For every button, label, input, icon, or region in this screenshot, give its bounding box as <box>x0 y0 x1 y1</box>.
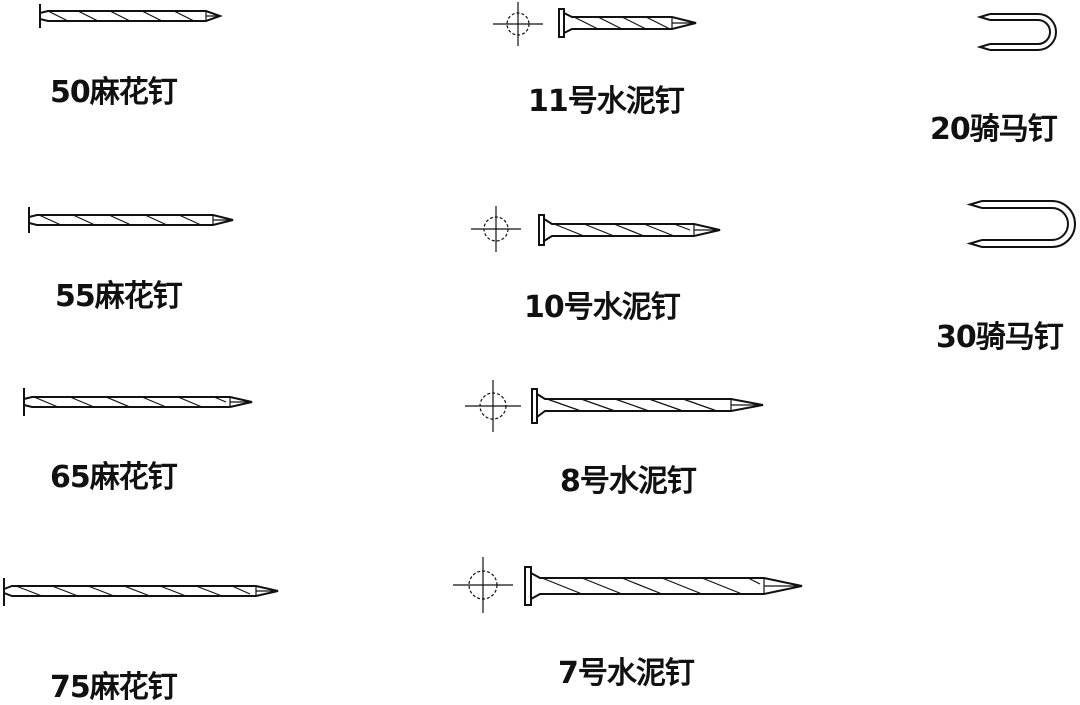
label-8-cement-nail: 8号水泥钉 <box>560 464 697 499</box>
label-75-twisted-nail: 75麻花钉 <box>50 670 178 705</box>
nail-head-top-view-icon <box>471 206 521 252</box>
twisted-nail-icon <box>39 4 223 28</box>
twisted-nail-icon <box>3 578 279 606</box>
label-10-cement-nail: 10号水泥钉 <box>524 290 681 325</box>
u-nail-icon <box>966 200 1076 248</box>
nail-head-top-view-icon <box>465 380 521 432</box>
label-11-cement-nail: 11号水泥钉 <box>528 84 685 119</box>
label-50-twisted-nail: 50麻花钉 <box>50 75 178 110</box>
cement-nail-icon <box>531 388 764 424</box>
label-20-u-nail: 20骑马钉 <box>930 112 1058 147</box>
u-nail-icon <box>976 13 1057 51</box>
cement-nail-icon <box>524 566 803 606</box>
label-30-u-nail: 30骑马钉 <box>936 320 1064 355</box>
twisted-nail-icon <box>23 388 253 416</box>
label-55-twisted-nail: 55麻花钉 <box>55 279 183 314</box>
nail-head-top-view-icon <box>453 557 513 613</box>
cement-nail-icon <box>558 8 697 38</box>
twisted-nail-icon <box>28 207 234 233</box>
nail-head-top-view-icon <box>493 2 543 46</box>
label-65-twisted-nail: 65麻花钉 <box>50 460 178 495</box>
cement-nail-icon <box>538 214 721 246</box>
label-7-cement-nail: 7号水泥钉 <box>558 656 695 691</box>
